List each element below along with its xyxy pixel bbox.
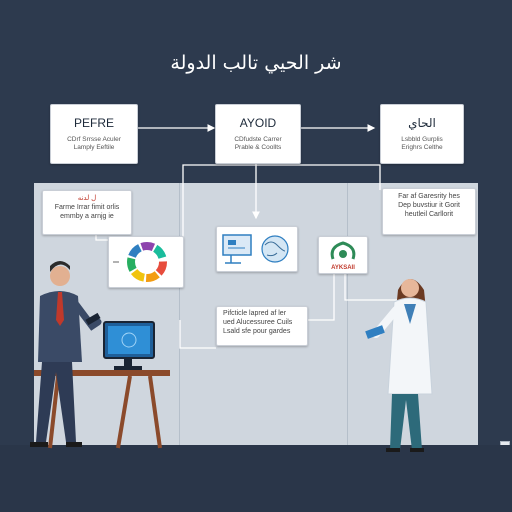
box-line: Prable & Coollts bbox=[234, 144, 282, 151]
process-box-left: PEFRE CDrf Srrsse Aculer Lamply Eeftile bbox=[50, 104, 138, 164]
box-line: Lsbbld Gurplis bbox=[401, 136, 443, 143]
note-line: Farme Irrar fimit orlis bbox=[54, 204, 120, 211]
desk-illustration bbox=[34, 370, 170, 449]
process-box-center: AYOID CDfudste Carrer Prable & Coollts bbox=[215, 104, 301, 164]
box-heading: الحاي bbox=[408, 116, 436, 130]
box-heading: PEFRE bbox=[73, 116, 114, 130]
note-line: Pifcticle lapred af ler bbox=[223, 310, 287, 317]
note-line: Lsald sfe pour gardes bbox=[223, 328, 291, 335]
note-line: Far af Garesrity hes bbox=[398, 193, 460, 200]
cycle-ring-icon bbox=[113, 242, 167, 282]
box-line: CDfudste Carrer bbox=[234, 136, 282, 143]
page-title: شر الحيي تالب الدولة bbox=[170, 52, 342, 74]
doctor-illustration bbox=[365, 279, 433, 452]
note-line: ل لدنه bbox=[77, 195, 97, 202]
note-card-left: ل لدنه Farme Irrar fimit orlis emmby a a… bbox=[42, 190, 132, 235]
badge-card: AYKSAII bbox=[318, 236, 368, 274]
monitor-illustration bbox=[103, 321, 155, 370]
box-heading: AYOID bbox=[239, 116, 277, 130]
man-illustration bbox=[30, 261, 102, 447]
floor bbox=[0, 445, 512, 512]
leaf-badge-icon: AYKSAII bbox=[330, 241, 356, 271]
note-line: emmby a arnjg ie bbox=[60, 213, 114, 220]
panel-divider bbox=[347, 183, 348, 445]
note-card-center: Pifcticle lapred af ler ued Alucessuree … bbox=[216, 306, 308, 346]
cycle-card bbox=[108, 236, 184, 288]
process-box-right: الحاي Lsbbld Gurplis Erighrs Celthe bbox=[380, 104, 464, 164]
note-card-right: Far af Garesrity hes Dep buvstiur it Gor… bbox=[382, 188, 476, 235]
box-line: Erighrs Celthe bbox=[401, 144, 443, 151]
tech-card bbox=[216, 226, 298, 272]
note-line: ued Alucessuree Cuils bbox=[223, 319, 293, 326]
note-line: heutleil Carllorit bbox=[404, 211, 454, 218]
box-line: CDrf Srrsse Aculer bbox=[67, 136, 121, 143]
panel-divider bbox=[179, 183, 180, 445]
note-line: Dep buvstiur it Gorit bbox=[398, 202, 460, 209]
monitor-globe-icon bbox=[222, 234, 289, 264]
badge-label: AYKSAII bbox=[331, 265, 355, 271]
box-line: Lamply Eeftile bbox=[73, 144, 115, 151]
